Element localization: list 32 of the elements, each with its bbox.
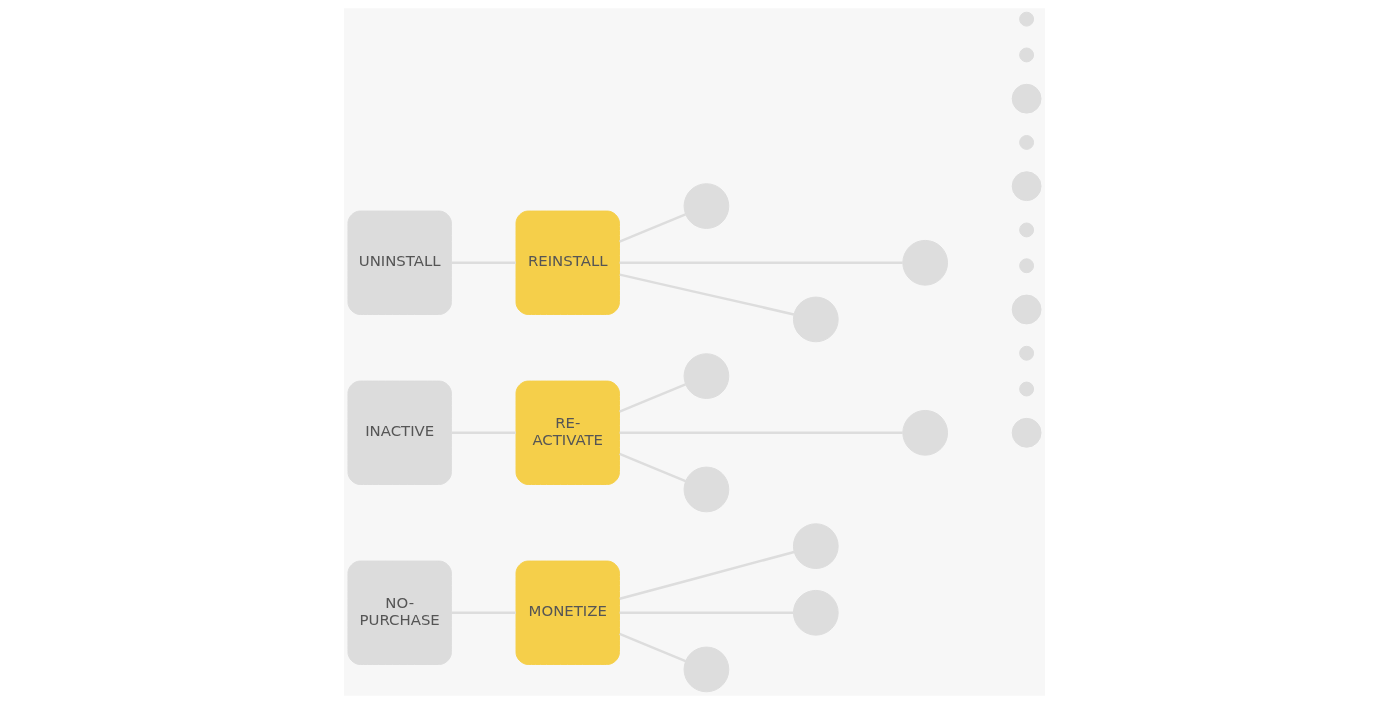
connector [618,273,794,316]
node-circle [792,296,839,343]
node-circle [683,466,729,513]
node-circle [1018,345,1034,361]
node-box: REINSTALL [515,210,620,315]
connector [618,452,686,483]
node-circle [1011,171,1041,202]
connector [618,213,686,243]
node-circle [1018,258,1034,274]
node-circle [683,353,729,399]
node-circle [683,183,729,229]
connector [618,632,686,663]
node-box: UNINSTALL [347,210,452,315]
node-circle [901,409,948,456]
node-circle [1018,11,1034,27]
node-circle [901,239,948,286]
node-box: RE- ACTIVATE [515,380,620,485]
node-circle [1011,83,1041,114]
node-circle [1018,222,1034,238]
node-circle [1011,294,1041,325]
node-circle [792,523,839,569]
node-box: NO- PURCHASE [347,560,452,665]
connector [618,383,686,413]
connector [618,550,794,600]
node-box: MONETIZE [515,560,620,665]
node-circle [1018,381,1034,397]
node-box: INACTIVE [347,380,452,485]
node-circle [683,646,729,693]
node-circle [1018,135,1034,150]
node-circle [1018,47,1034,63]
node-circle [792,589,839,636]
node-circle [1011,417,1041,448]
